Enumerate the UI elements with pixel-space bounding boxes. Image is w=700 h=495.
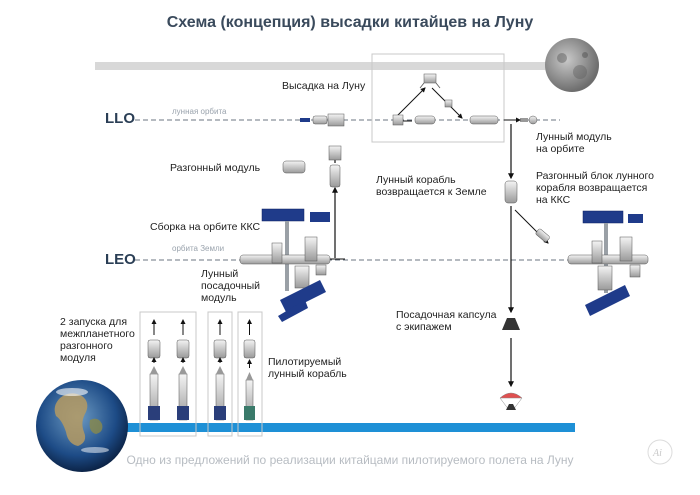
- label-assembly: Сборка на орбите ККС: [150, 221, 261, 233]
- orbit-sublabel-leo: орбита Земли: [172, 244, 225, 253]
- lunar-ship-llo-icon: [300, 113, 345, 127]
- label-ship-returns: Лунный корабль возвращается к Земле: [376, 174, 487, 198]
- label-landing: Высадка на Луну: [282, 80, 366, 92]
- earth-surface-bar: [95, 423, 575, 432]
- rocket-2-icon: [176, 319, 190, 421]
- footer-caption: Одно из предложений по реализации китайц…: [126, 453, 574, 467]
- rocket-1-icon: [147, 319, 161, 421]
- label-booster-returns: Разгонный блок лунного корабля возвращае…: [536, 170, 654, 206]
- orbit-label-leo: LEO: [105, 251, 136, 268]
- rocket-crewed-icon: [243, 319, 256, 421]
- diagram-title: Схема (концепция) высадки китайцев на Лу…: [166, 14, 534, 31]
- booster-in-transit-icon: [328, 145, 342, 188]
- label-booster-module: Разгонный модуль: [170, 162, 261, 174]
- reentry-capsule-icon: [502, 318, 520, 330]
- lander-on-moon-icon: [419, 73, 441, 89]
- svg-text:Ai: Ai: [652, 448, 662, 459]
- label-capsule: Посадочная капсула с экипажем: [396, 309, 497, 333]
- signature-mark: [647, 439, 673, 465]
- ascent-stage-icon: [444, 99, 499, 125]
- descent-stage-icon: [392, 114, 436, 126]
- space-station-right-icon: [567, 210, 649, 316]
- label-crewed-ship: Пилотируемый лунный корабль: [268, 356, 347, 380]
- booster-module-icon: [282, 160, 306, 174]
- landing-box: [371, 53, 505, 143]
- launch-box-crewed: [237, 311, 263, 437]
- launch-box-interplanetary: [139, 311, 197, 437]
- orbit-sublabel-llo: лунная орбита: [172, 107, 227, 116]
- parachute-capsule-icon: [499, 392, 523, 411]
- booster-block-return-icon: [535, 228, 550, 242]
- returning-ship-icon: [504, 180, 518, 204]
- moon-surface-bar: [95, 62, 555, 70]
- label-lunar-lander: Лунный посадочный модуль: [201, 268, 261, 304]
- orbit-label-llo: LLO: [105, 110, 135, 127]
- label-launches: 2 запуска для межпланетного разгонного м…: [60, 316, 135, 364]
- moon-image: [545, 38, 599, 92]
- lunar-module-orbit-icon: [520, 115, 538, 125]
- launch-box-lander: [207, 311, 233, 437]
- space-station-left-icon: [239, 208, 331, 322]
- rocket-lander-icon: [213, 319, 227, 421]
- label-module-in-orbit: Лунный модуль на орбите: [536, 131, 612, 155]
